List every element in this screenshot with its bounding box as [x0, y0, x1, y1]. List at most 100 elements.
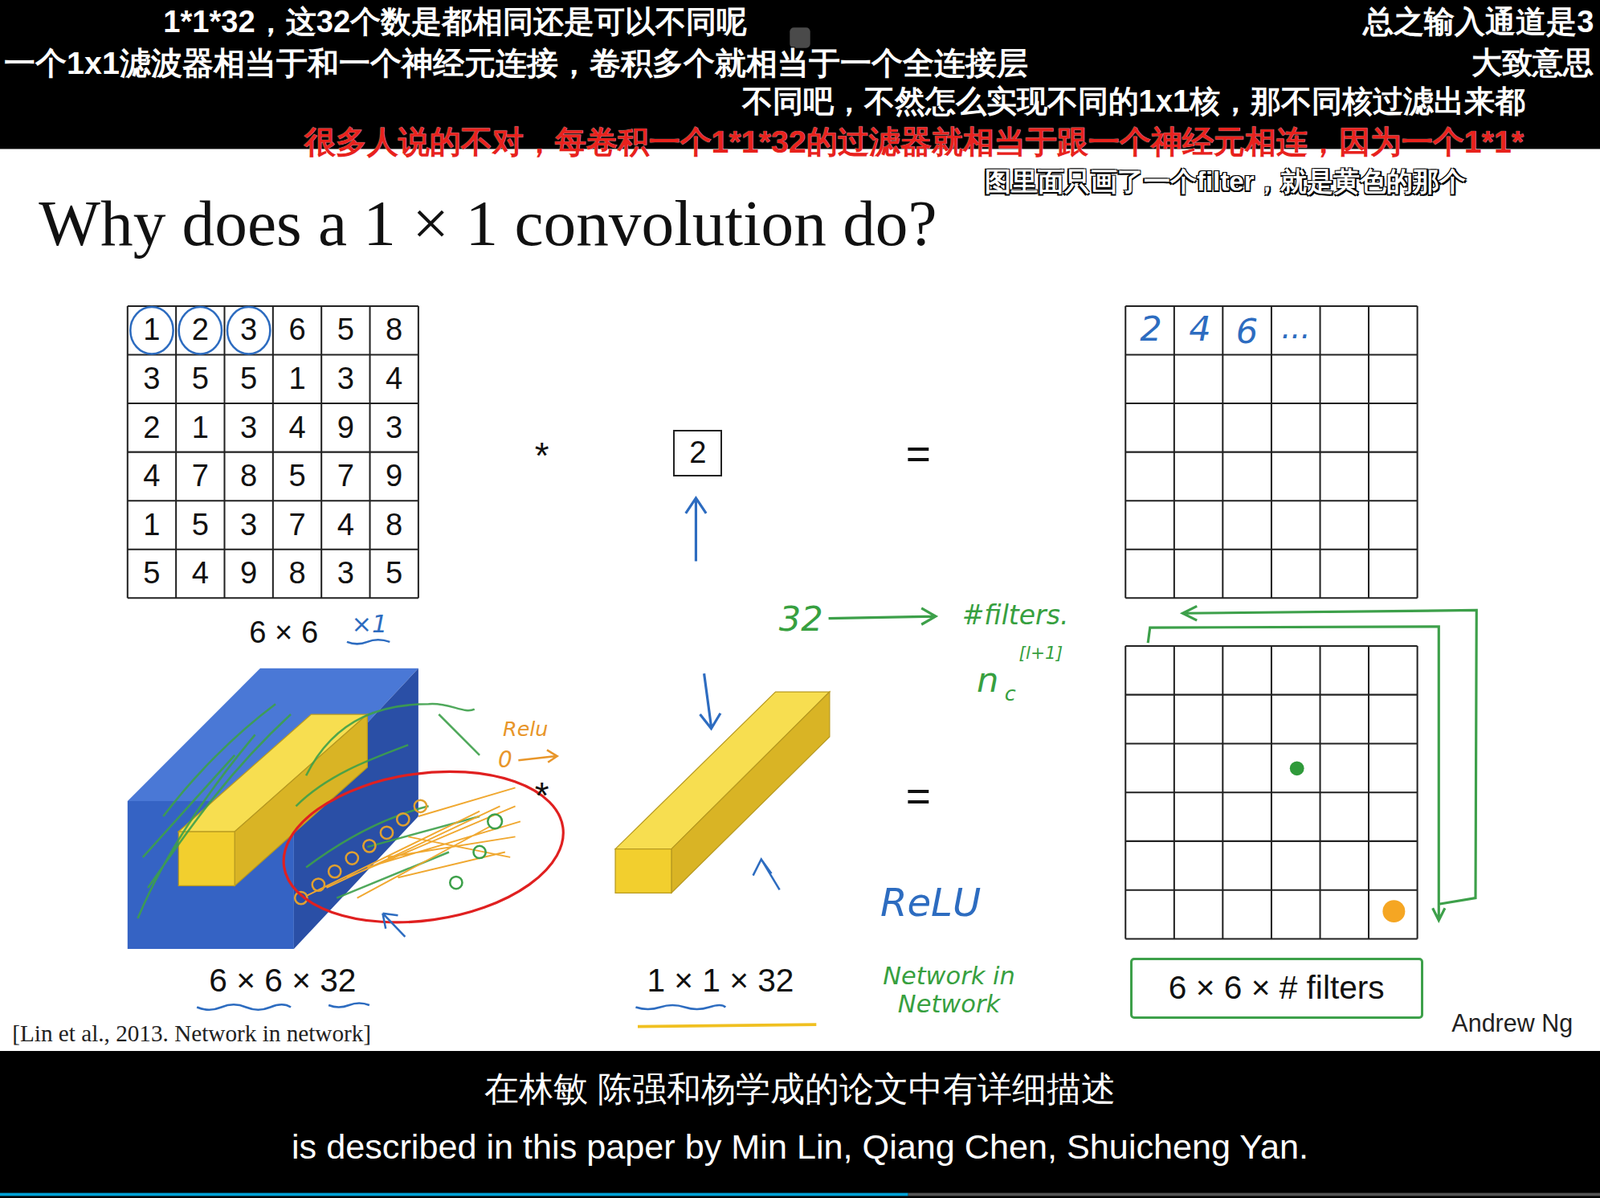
hand-circle [130, 306, 270, 354]
grid-cell-value: 3 [240, 312, 258, 348]
citation: [Lin et al., 2013. Network in network] [12, 1020, 372, 1048]
danmaku-comment: 1*1*32，这32个数是都相同还是可以不同呢 [163, 4, 747, 41]
grid-cell-value: 3 [240, 507, 258, 543]
grid-cell-value: 8 [385, 507, 403, 543]
hand-bracket [1147, 605, 1477, 920]
danmaku-comment: 很多人说的不对，每卷积一个1*1*32的过滤器就相当于跟一个神经元相连，因为一个… [304, 123, 1525, 160]
hand-arrow [753, 858, 780, 890]
danmaku-comment: 不同吧，不然怎么实现不同的1x1核，那不同核过滤出来都 [742, 84, 1527, 120]
grid-cell-value: 1 [288, 361, 306, 397]
operator-symbol: * [534, 435, 550, 478]
grid-cell-value: 3 [385, 410, 403, 446]
handwritten-note: n [976, 661, 999, 702]
grid-cell-value: 4 [288, 410, 306, 446]
neuron-circle [294, 800, 427, 905]
operator-symbol: * [534, 775, 550, 818]
grid-cell-value: 2 [142, 410, 160, 446]
progress-bar [0, 1192, 909, 1196]
hand-arrow [518, 749, 557, 762]
input-volume-cube [127, 668, 419, 949]
handwritten-note: c [1004, 681, 1017, 706]
handwritten-note: 32 [779, 599, 824, 640]
grid-cell-value: 4 [385, 361, 403, 397]
hand-underline [637, 1024, 817, 1027]
grid-cell-value: 3 [142, 361, 160, 397]
grid-cell-value: 8 [240, 458, 258, 494]
hand-arrow [382, 913, 405, 937]
handwritten-note: Network in Network [861, 961, 1036, 1018]
grid-cell-value: 8 [385, 312, 403, 348]
neuron-circle [449, 813, 503, 889]
grid-cell-value: 4 [337, 507, 355, 543]
grid-cell-value: 3 [337, 555, 355, 592]
hand-arrow [700, 673, 721, 729]
handwritten-note: 0 [497, 746, 513, 773]
grid-cell-value: 5 [191, 361, 209, 397]
box-text: 2 [689, 435, 707, 471]
grid-cell-value: 7 [288, 507, 306, 543]
handwritten-note: 6 [1236, 311, 1258, 352]
handwritten-note: ReLU [880, 881, 981, 927]
grid-cell-value: 9 [385, 458, 403, 494]
danmaku-comment: 一个1x1滤波器相当于和一个神经元连接，卷积多个就相当于一个全连接层 [4, 44, 1029, 82]
grid-cell-value: 7 [337, 458, 355, 494]
hand-ellipse [273, 754, 574, 939]
grid-cell-value: 5 [191, 507, 209, 543]
grid-cell-value: 1 [142, 312, 160, 348]
danmaku-comment: 大致意思 [1471, 45, 1594, 82]
subtitle: is described in this paper by Min Lin, Q… [291, 1126, 1309, 1168]
output-volume-box: 6 × 6 × # filters [1130, 957, 1424, 1019]
author-credit: Andrew Ng [1451, 1009, 1573, 1038]
grid-cell-value: 1 [142, 507, 160, 543]
grid-cell-value: 4 [142, 458, 160, 494]
slide-background [0, 148, 1600, 1051]
hand-scribble [306, 787, 521, 898]
grid-cell-value: 5 [385, 555, 403, 592]
handwritten-note: 4 [1188, 310, 1211, 351]
grid-cell-value: 5 [240, 361, 258, 397]
output-grid [1125, 645, 1417, 939]
handwritten-note: [l+1] [1018, 643, 1063, 664]
grid-cell-value: 2 [191, 312, 209, 348]
handwritten-note: Relu [502, 718, 548, 742]
slide-title: Why does a 1 × 1 convolution do? [38, 187, 937, 263]
operator-symbol: = [906, 771, 931, 821]
grid-cell-value: 5 [337, 312, 355, 348]
player-icon [789, 27, 810, 48]
grid-cell-value: 4 [191, 555, 209, 592]
danmaku-comment: 总之输入通道是3 [1363, 4, 1594, 41]
hand-arrow [828, 608, 936, 625]
danmaku-comment: 图里面只画了一个filter，就是黄色的那个 [984, 166, 1467, 197]
grid-cell-value: 9 [337, 410, 355, 446]
dimension-label: 1 × 1 × 32 [646, 960, 794, 999]
dimension-label: 6 × 6 [248, 615, 319, 651]
grid-cell-value: 1 [191, 410, 209, 446]
grid-cell-value: 9 [240, 555, 258, 592]
grid-cell-value: 6 [288, 312, 306, 348]
progress-track [908, 1192, 1600, 1196]
filter-bar [178, 714, 368, 886]
subtitle: 在林敏 陈强和杨学成的论文中有详细描述 [484, 1069, 1116, 1110]
grid-cell-value: 5 [142, 555, 160, 592]
dimension-label: 6 × 6 × 32 [208, 960, 356, 999]
operator-symbol: = [906, 429, 931, 479]
output-grid [1125, 306, 1417, 598]
grid-cell-value: 3 [240, 410, 258, 446]
box-text: 6 × 6 × # filters [1168, 968, 1385, 1007]
handwritten-note: ... [1281, 310, 1311, 347]
handwritten-note: ×1 [351, 610, 388, 639]
handwritten-note: 2 [1139, 310, 1162, 351]
input-grid [127, 306, 419, 598]
hand-dot [1289, 760, 1305, 776]
grid-cell-value: 7 [191, 458, 209, 494]
handwritten-note: #filters. [962, 600, 1070, 631]
grid-cell-value: 5 [288, 458, 306, 494]
hand-arrow [685, 497, 707, 562]
grid-cell-value: 3 [337, 361, 355, 397]
filter-value-box: 2 [673, 429, 723, 477]
hand-dot [1382, 899, 1405, 923]
hand-scribble [138, 703, 481, 919]
subtitle-bar [0, 1050, 1600, 1198]
grid-cell-value: 8 [288, 555, 306, 592]
